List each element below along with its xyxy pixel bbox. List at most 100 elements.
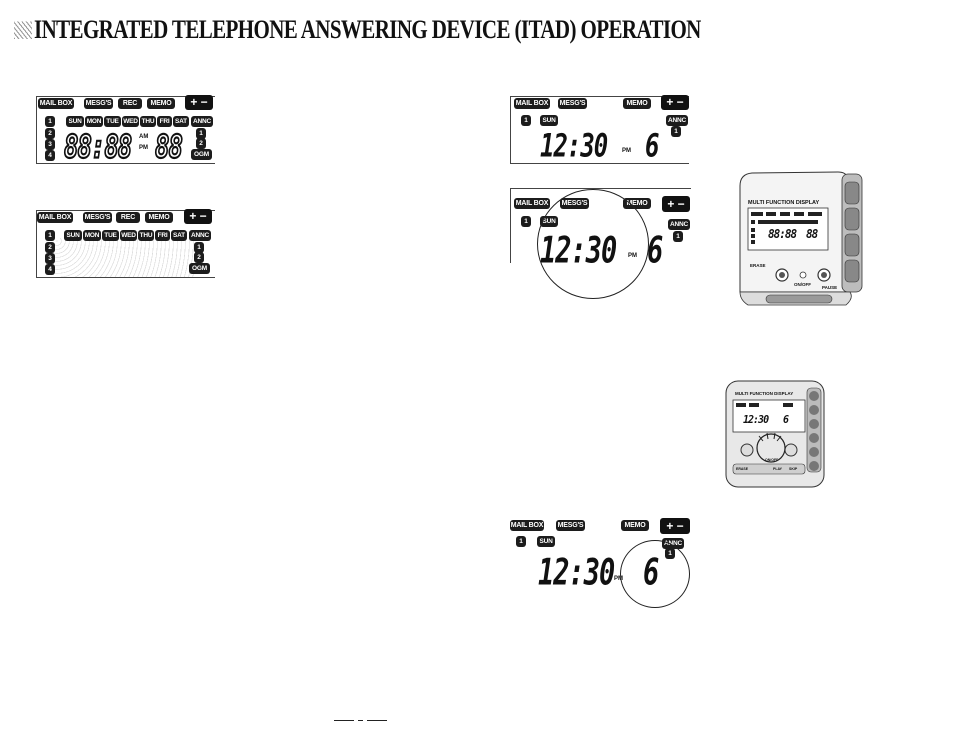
onoff-label: ON/OFF: [794, 282, 811, 287]
memo-chip: MEMO: [621, 520, 649, 531]
plus-minus-key: + −: [660, 518, 690, 534]
day-mon: MON: [83, 230, 101, 241]
device-count: 6: [783, 414, 789, 427]
plus-minus-key: + −: [184, 209, 212, 224]
page-title: INTEGRATED TELEPHONE ANSWERING DEVICE (I…: [14, 14, 701, 52]
count-readout: 6: [647, 230, 663, 272]
day-wed: WED: [120, 230, 137, 241]
annc-1: 1: [673, 231, 683, 242]
day-fri: FRI: [157, 116, 172, 127]
mailbox-1: 1: [521, 216, 531, 227]
annc-2: 2: [194, 252, 204, 263]
day-tue: TUE: [104, 116, 121, 127]
lcd-texture: [54, 238, 194, 278]
time-readout: 12:30: [538, 552, 615, 594]
day-sat: SAT: [173, 116, 189, 127]
pm-label: PM: [614, 576, 623, 582]
key-erase: ERASE: [736, 467, 749, 471]
am-label: AM: [139, 134, 149, 140]
erase-label: ERASE: [750, 263, 766, 268]
day-sun: SUN: [537, 536, 555, 547]
memo-chip: MEMO: [147, 98, 175, 109]
highlight-circle: [537, 189, 649, 299]
mailbox-1: 1: [516, 536, 526, 547]
mailbox-1: 1: [45, 230, 55, 241]
time-readout: 12:30: [540, 127, 608, 165]
device-readout-2: 88: [806, 227, 818, 242]
mailbox-chip: MAIL BOX: [514, 198, 550, 209]
day-sun: SUN: [66, 116, 84, 127]
day-mon: MON: [85, 116, 103, 127]
device-illustration-small: MULTI FUNCTION DISPLAY 12:30 6 ERASE ON/…: [723, 378, 827, 490]
mailbox-4: 4: [45, 150, 55, 161]
mesgs-chip: MESG'S: [556, 520, 585, 531]
device-illustration-large: MULTI FUNCTION DISPLAY 88:88 88 ERASE ON…: [738, 168, 865, 310]
mailbox-chip: MAIL BOX: [37, 212, 73, 223]
memo-chip: MEMO: [623, 98, 651, 109]
lcd-all-segments: MAIL BOX MESG'S REC MEMO + − 1 SUN MON T…: [34, 94, 216, 167]
mailbox-1: 1: [45, 116, 55, 127]
mailbox-3: 3: [45, 253, 55, 264]
key-onoff: ON/OFF: [765, 458, 779, 462]
lcd-mesgs-highlight: MAIL BOX MESG'S MEMO + − 1 SUN ANNC 1 12…: [510, 188, 692, 300]
day-thu: THU: [138, 230, 154, 241]
pause-label: PAUSE: [822, 285, 838, 290]
device-heading: MULTI FUNCTION DISPLAY: [748, 200, 820, 206]
title-text: INTEGRATED TELEPHONE ANSWERING DEVICE (I…: [34, 14, 701, 44]
mailbox-2: 2: [45, 242, 55, 253]
mesgs-chip: MESG'S: [83, 212, 112, 223]
lcd-count-highlight: MAIL BOX MESG'S MEMO + − 1 SUN ANNC 1 12…: [510, 518, 694, 608]
time-readout: 88:88: [63, 127, 133, 167]
annc-chip: ANNC: [666, 115, 688, 126]
day-thu: THU: [140, 116, 156, 127]
device-readout: 88:88: [768, 227, 797, 242]
day-sat: SAT: [171, 230, 187, 241]
device-heading: MULTI FUNCTION DISPLAY: [735, 391, 794, 396]
highlight-circle: [620, 540, 690, 608]
pm-label: PM: [139, 145, 148, 151]
lcd-clock: MAIL BOX MESG'S MEMO + − 1 SUN ANNC 1 12…: [510, 94, 690, 166]
mesgs-chip: MESG'S: [558, 98, 587, 109]
annc-2: 2: [196, 138, 206, 149]
mailbox-1: 1: [521, 115, 531, 126]
day-sun: SUN: [64, 230, 82, 241]
plus-minus-key: + −: [662, 196, 690, 212]
lcd-frame: [510, 96, 689, 164]
title-texture: [14, 21, 32, 39]
page-number-marker: [332, 712, 389, 730]
memo-chip: MEMO: [145, 212, 173, 223]
count-readout: 6: [645, 127, 659, 165]
mailbox-chip: MAIL BOX: [514, 98, 550, 109]
annc-chip: ANNC: [662, 538, 684, 549]
day-fri: FRI: [155, 230, 170, 241]
mesgs-chip: MESG'S: [84, 98, 113, 109]
key-play: PLAY: [773, 467, 783, 471]
day-sun: SUN: [540, 115, 558, 126]
lcd-frame: [510, 188, 691, 263]
device-body: [725, 380, 825, 488]
rec-chip: REC: [116, 212, 140, 223]
annc-chip: ANNC: [189, 230, 211, 241]
lcd-icons: MAIL BOX MESG'S REC MEMO + − 1 SUN MON T…: [34, 208, 216, 280]
mailbox-3: 3: [45, 139, 55, 150]
annc-1: 1: [671, 126, 681, 137]
ogm-chip: OGM: [191, 149, 212, 160]
device-readout: 12:30: [743, 414, 769, 427]
plus-minus-key: + −: [185, 95, 213, 110]
annc-chip: ANNC: [191, 116, 213, 127]
pm-label: PM: [622, 148, 631, 154]
key-skip: SKIP: [789, 467, 798, 471]
device-body: [739, 171, 863, 306]
mailbox-2: 2: [45, 128, 55, 139]
memo-chip: MEMO: [623, 198, 651, 209]
ogm-chip: OGM: [189, 263, 210, 274]
lcd-frame: [36, 210, 215, 278]
count-readout: 88: [154, 127, 183, 167]
mailbox-chip: MAIL BOX: [38, 98, 74, 109]
plus-minus-key: + −: [661, 95, 689, 110]
annc-chip: ANNC: [668, 219, 690, 230]
day-tue: TUE: [102, 230, 119, 241]
annc-1: 1: [196, 128, 206, 139]
day-wed: WED: [122, 116, 139, 127]
annc-1: 1: [194, 242, 204, 253]
